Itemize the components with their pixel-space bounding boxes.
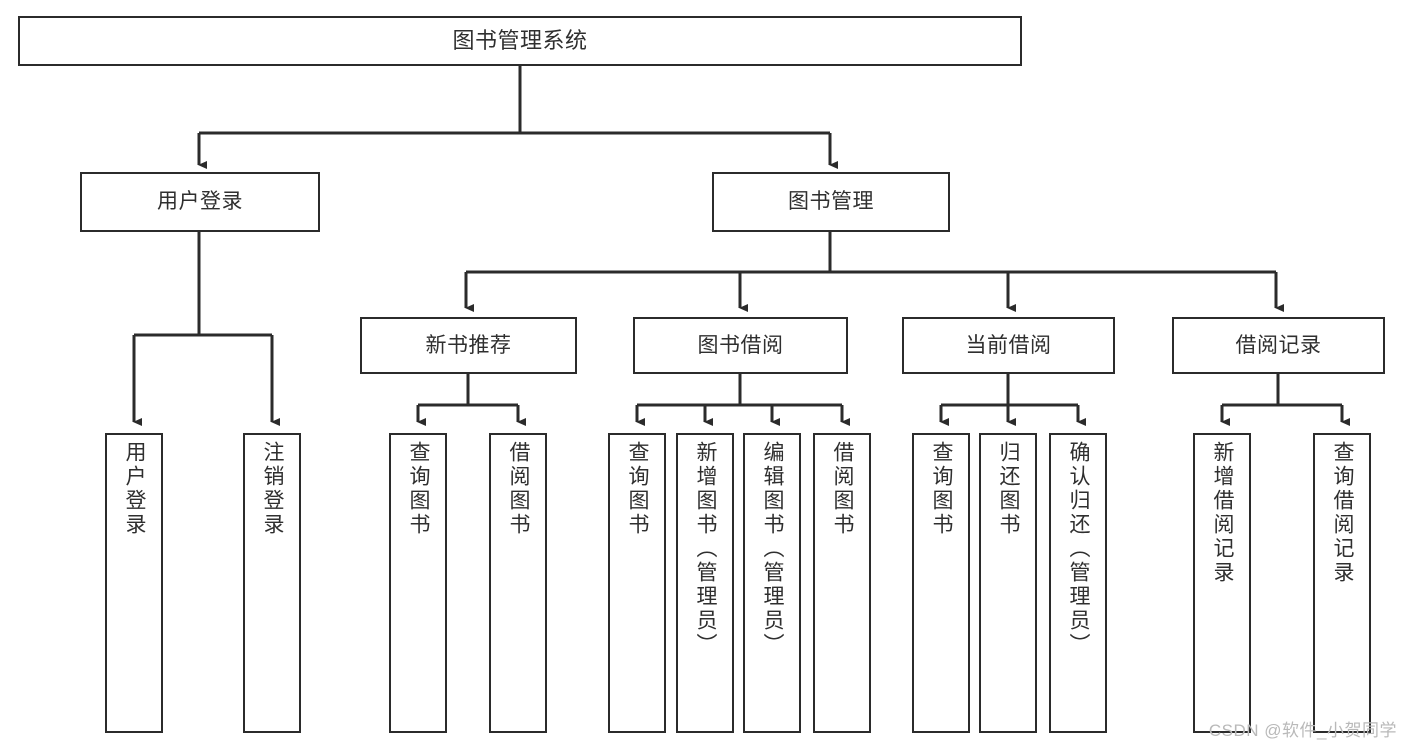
node-current-borrow[interactable]: 当前借阅 xyxy=(902,317,1115,374)
leaf-edit-book[interactable]: 编辑图书（管理员） xyxy=(743,433,801,733)
leaf-label: 借阅图书 xyxy=(507,441,531,537)
leaf-return-book[interactable]: 归还图书 xyxy=(979,433,1037,733)
leaf-query-book-current[interactable]: 查询图书 xyxy=(912,433,970,733)
node-root-system[interactable]: 图书管理系统 xyxy=(18,16,1022,66)
csdn-watermark: CSDN @软件_小贺同学 xyxy=(1208,721,1397,740)
leaf-query-book-recommend[interactable]: 查询图书 xyxy=(389,433,447,733)
leaf-borrow-book-borrow[interactable]: 借阅图书 xyxy=(813,433,871,733)
leaf-confirm-return[interactable]: 确认归还（管理员） xyxy=(1049,433,1107,733)
node-borrow-record[interactable]: 借阅记录 xyxy=(1172,317,1385,374)
node-label: 当前借阅 xyxy=(965,333,1052,357)
leaf-label: 查询借阅记录 xyxy=(1331,441,1355,585)
leaf-borrow-book-recommend[interactable]: 借阅图书 xyxy=(489,433,547,733)
leaf-user-login[interactable]: 用户登录 xyxy=(105,433,163,733)
node-label: 图书管理系统 xyxy=(452,27,588,53)
leaf-add-book[interactable]: 新增图书（管理员） xyxy=(676,433,734,733)
leaf-label: 查询图书 xyxy=(930,441,954,537)
node-label: 图书管理 xyxy=(788,190,874,214)
node-label: 新书推荐 xyxy=(425,333,512,357)
leaf-label: 用户登录 xyxy=(123,441,147,537)
leaf-label: 归还图书 xyxy=(997,441,1021,537)
leaf-label: 查询图书 xyxy=(626,441,650,537)
node-new-book-recommend[interactable]: 新书推荐 xyxy=(360,317,577,374)
leaf-label: 新增图书（管理员） xyxy=(694,441,718,657)
leaf-add-borrow-record[interactable]: 新增借阅记录 xyxy=(1193,433,1251,733)
leaf-query-borrow-record[interactable]: 查询借阅记录 xyxy=(1313,433,1371,733)
node-label: 借阅记录 xyxy=(1235,333,1322,357)
leaf-label: 查询图书 xyxy=(407,441,431,537)
node-user-login[interactable]: 用户登录 xyxy=(80,172,320,232)
node-book-borrow[interactable]: 图书借阅 xyxy=(633,317,848,374)
leaf-query-book-borrow[interactable]: 查询图书 xyxy=(608,433,666,733)
leaf-logout-login[interactable]: 注销登录 xyxy=(243,433,301,733)
leaf-label: 确认归还（管理员） xyxy=(1067,441,1091,657)
node-label: 用户登录 xyxy=(157,190,243,214)
leaf-label: 注销登录 xyxy=(261,441,285,537)
leaf-label: 借阅图书 xyxy=(831,441,855,537)
leaf-label: 编辑图书（管理员） xyxy=(761,441,785,657)
leaf-label: 新增借阅记录 xyxy=(1211,441,1235,585)
node-label: 图书借阅 xyxy=(697,333,784,357)
node-book-manage[interactable]: 图书管理 xyxy=(712,172,950,232)
